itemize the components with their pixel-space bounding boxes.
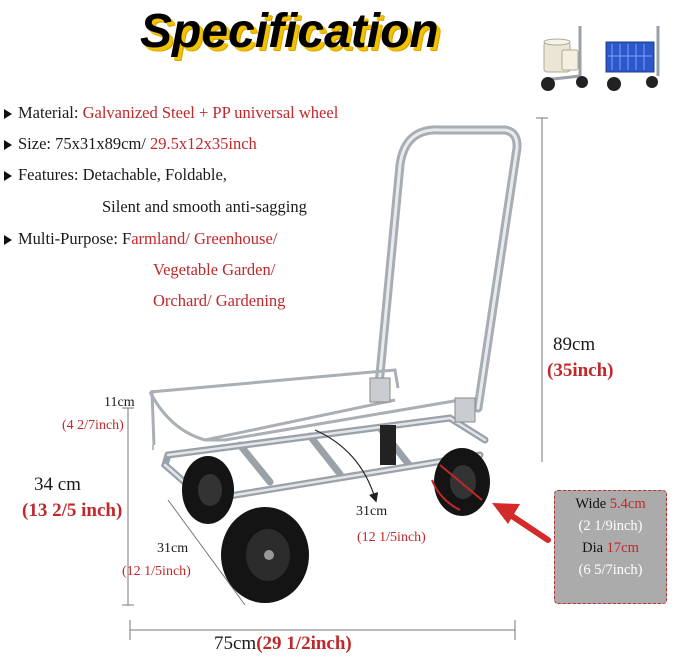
wheel-front-left xyxy=(221,507,309,603)
height-cm-label: 89cm xyxy=(553,334,596,355)
bullet-icon xyxy=(4,109,12,120)
height-in-label: (35inch) xyxy=(547,360,614,381)
bullet-icon xyxy=(4,140,12,151)
spec-material: Material: Galvanized Steel + PP universa… xyxy=(4,102,338,124)
bullet-icon xyxy=(4,171,12,182)
depth-cm-label: 31cm xyxy=(157,541,189,556)
width-in-label: (12 1/5inch) xyxy=(357,530,426,545)
bullet-icon xyxy=(4,235,12,246)
base-height-in-label: (13 2/5 inch) xyxy=(22,500,123,521)
depth-in-label: (12 1/5inch) xyxy=(122,564,191,579)
basket-cm-label: 11cm xyxy=(104,395,135,410)
spec-size: Size: 75x31x89cm/ 29.5x12x35inch xyxy=(4,133,257,155)
width-cm-label: 31cm xyxy=(356,504,388,519)
wheel-back-left xyxy=(182,456,234,524)
spec-multi-line3: Orchard/ Gardening xyxy=(153,291,286,310)
spec-multi-line2: Vegetable Garden/ xyxy=(153,260,276,279)
wheel-back-right xyxy=(434,448,490,516)
wheel-dia-sub: (6 5/7inch) xyxy=(578,562,643,578)
wheel-wide-sub: (2 1/9inch) xyxy=(578,518,643,534)
spec-features: Features: Detachable, Foldable, xyxy=(4,164,227,186)
spec-features-line2: Silent and smooth anti-sagging xyxy=(102,197,307,216)
length-label: 75cm(29 1/2inch) xyxy=(214,633,352,654)
page-title: Specification xyxy=(140,5,439,58)
spec-multi-purpose: Multi-Purpose: Farmland/ Greenhouse/ xyxy=(4,228,277,250)
wheel-wide-row: Wide 5.4cm xyxy=(575,496,646,512)
thumbnail-cart-bucket xyxy=(530,20,602,94)
basket-in-label: (4 2/7inch) xyxy=(62,418,124,433)
wheel-info-box: Wide 5.4cm (2 1/9inch) Dia 17cm (6 5/7in… xyxy=(554,490,667,604)
thumbnail-cart-basket xyxy=(600,20,672,94)
wheel-dia-row: Dia 17cm xyxy=(582,540,639,556)
base-height-cm-label: 34 cm xyxy=(34,474,81,495)
red-arrow-icon xyxy=(492,503,551,543)
